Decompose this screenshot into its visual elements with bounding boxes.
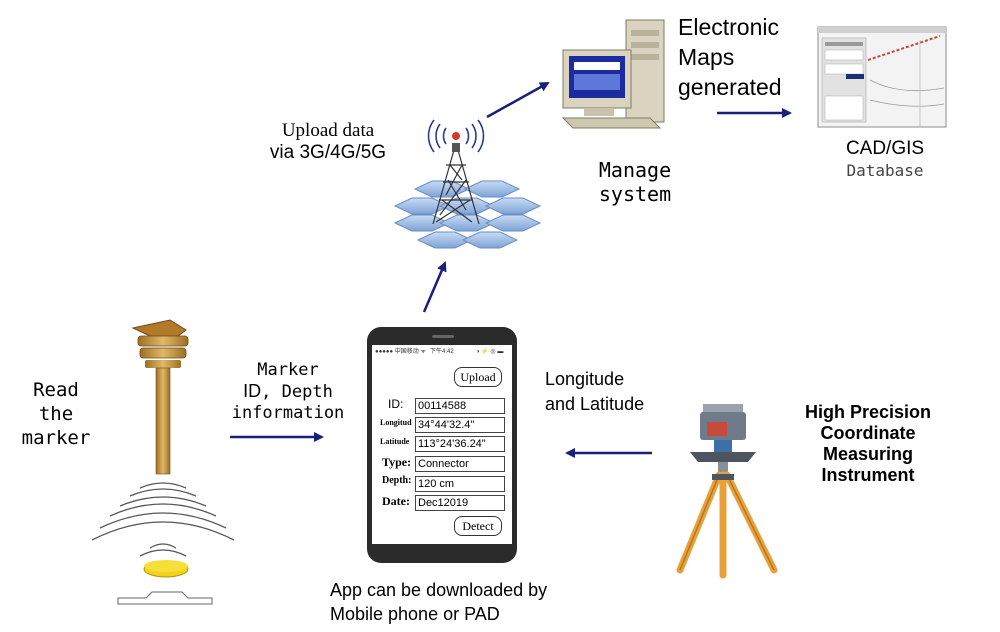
id-label: ID: — [388, 397, 404, 411]
marker-info-line-1: Marker — [257, 360, 319, 380]
marker-locator-icon — [91, 319, 235, 605]
electronic-maps-line-2: Maps — [678, 44, 735, 70]
latitude-label: Latitude — [380, 437, 410, 446]
app-line-2: Mobile phone or PAD — [330, 604, 500, 624]
app-download-label: App can be downloaded by Mobile phone or… — [330, 578, 547, 626]
latitude-field[interactable]: 113°24'36.24" — [415, 436, 505, 452]
instrument-line-3: Measuring — [822, 444, 914, 464]
longitude-label: Longitud — [380, 418, 412, 427]
cad-gis-screen-icon — [817, 26, 947, 128]
phone-status-bar: ●●●●● 中国移动 ᯤ 下午4:42 ◑ ⚡ ◎ ▬ — [372, 347, 512, 357]
instrument-label: High Precision Coordinate Measuring Inst… — [790, 402, 946, 486]
instrument-line-4: Instrument — [821, 465, 915, 485]
field-row-longitude: Longitud 34°44'32.4" — [372, 416, 512, 433]
depth-field[interactable]: 120 cm — [415, 476, 505, 492]
upload-line-1: Upload data — [281, 120, 375, 141]
electronic-maps-label: Electronic Maps generated — [678, 12, 782, 102]
field-row-date: Date: Dec12019 — [372, 494, 512, 511]
instrument-line-1: High Precision — [804, 402, 932, 422]
computer-icon — [561, 19, 665, 129]
cad-gis-title: CAD/GIS — [845, 138, 925, 159]
id-field[interactable]: 00114588 — [415, 398, 505, 414]
marker-info-line-2: ID, Depth — [220, 381, 356, 403]
status-carrier: ●●●●● 中国移动 ᯤ — [375, 349, 426, 355]
electronic-maps-line-1: Electronic — [678, 14, 779, 40]
date-field[interactable]: Dec12019 — [415, 495, 505, 511]
type-field[interactable]: Connector — [415, 456, 505, 472]
manage-line-2: system — [598, 182, 672, 206]
marker-info-depth: , Depth — [261, 382, 333, 402]
gnss-tripod-icon — [676, 404, 778, 579]
longlat-line-2: and Latitude — [545, 394, 645, 414]
longitude-latitude-label: Longitude and Latitude — [545, 367, 644, 417]
cell-tower-icon — [393, 119, 542, 249]
date-label: Date: — [382, 494, 410, 508]
field-row-id: ID: 00114588 — [372, 397, 512, 414]
manage-line-1: Manage — [598, 158, 672, 182]
arrow-phone-to-tower — [422, 261, 447, 313]
flow-arrows — [230, 81, 792, 458]
instrument-line-2: Coordinate — [820, 423, 916, 443]
marker-info-line-3: information — [231, 403, 345, 423]
field-row-type: Type: Connector — [372, 455, 512, 472]
marker-info-label: Marker ID, Depth information — [220, 360, 356, 424]
type-label: Type: — [382, 455, 412, 469]
read-marker-line-3: marker — [21, 427, 91, 449]
cad-gis-subtitle: Database — [846, 161, 924, 180]
arrow-tower-to-computer — [486, 81, 550, 119]
detect-button[interactable]: Detect — [454, 516, 502, 536]
status-time: 下午4:42 — [430, 349, 454, 355]
longitude-field[interactable]: 34°44'32.4" — [415, 417, 505, 433]
status-icons: ◑ ⚡ ◎ ▬ — [476, 349, 504, 355]
read-marker-label: Read the marker — [20, 378, 92, 450]
phone-screen: ●●●●● 中国移动 ᯤ 下午4:42 ◑ ⚡ ◎ ▬ Upload ID: 0… — [372, 345, 512, 544]
marker-info-id: ID — [243, 381, 262, 401]
field-row-depth: Depth: 120 cm — [372, 475, 512, 492]
read-marker-line-1: Read — [33, 379, 79, 401]
app-line-1: App can be downloaded by — [330, 580, 548, 600]
upload-button[interactable]: Upload — [454, 367, 502, 387]
field-row-latitude: Latitude 113°24'36.24" — [372, 435, 512, 452]
electronic-maps-line-3: generated — [678, 74, 782, 100]
manage-system-label: Manage system — [586, 158, 684, 206]
cad-gis-label: CAD/GIS Database — [830, 138, 940, 182]
longlat-line-1: Longitude — [545, 369, 625, 389]
upload-line-2: via 3G/4G/5G — [269, 142, 387, 163]
depth-label: Depth: — [382, 475, 412, 486]
upload-data-label: Upload data via 3G/4G/5G — [250, 120, 406, 164]
read-marker-line-2: the — [38, 403, 74, 425]
